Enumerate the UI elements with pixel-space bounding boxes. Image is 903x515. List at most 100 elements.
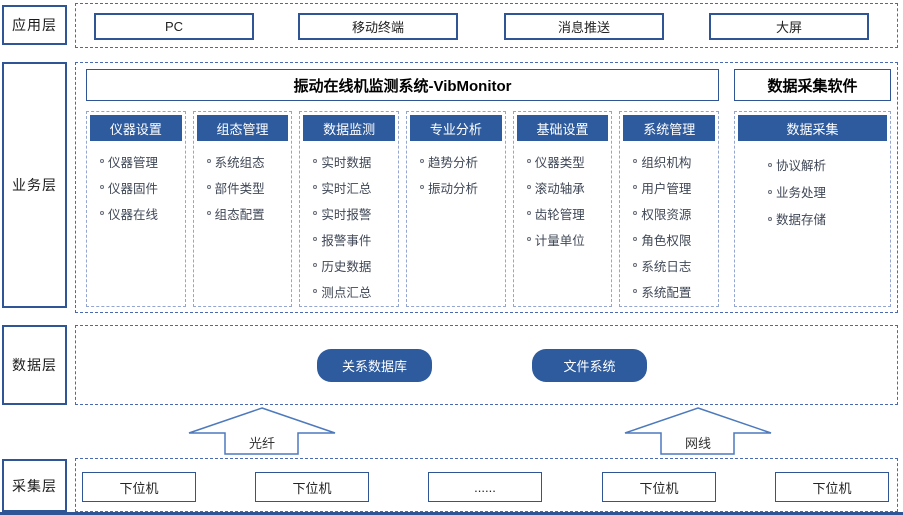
app-node-bigscreen: 大屏: [709, 13, 869, 40]
menu-item: 实时汇总: [313, 174, 395, 200]
menu-item: 仪器类型: [526, 148, 609, 174]
column-header: 数据采集: [738, 115, 887, 141]
menu-item-label: 滚动轴承: [534, 181, 585, 196]
relational-database-node: 关系数据库: [317, 349, 432, 382]
lower-machine-node: 下位机: [255, 472, 369, 502]
lower-machine-node: 下位机: [775, 472, 889, 502]
column-header: 基础设置: [516, 115, 609, 141]
ring-bullet-icon: [633, 263, 638, 267]
menu-item-label: 振动分析: [428, 181, 479, 196]
up-arrow-shape: [188, 407, 336, 455]
app-node-mobile: 移动终端: [298, 13, 458, 40]
ring-bullet-icon: [313, 263, 318, 267]
app-node-pc: PC: [94, 13, 254, 40]
menu-item: 部件类型: [206, 174, 289, 200]
menu-item-label: 仪器在线: [108, 207, 159, 222]
menu-item: 组态配置: [206, 200, 289, 226]
menu-item-label: 仪器类型: [534, 155, 585, 170]
application-layer-container: PC 移动终端 消息推送 大屏: [75, 3, 898, 48]
column-data-acquisition: 数据采集 协议解析 业务处理 数据存储: [734, 111, 891, 307]
ring-bullet-icon: [420, 159, 425, 163]
menu-item: 实时数据: [313, 148, 395, 174]
column-header: 系统管理: [623, 115, 716, 141]
column-data-monitoring: 数据监测 实时数据 实时汇总 实时报警 报警事件 历史数据 测点汇总: [299, 111, 400, 307]
ring-bullet-icon: [206, 185, 211, 189]
ring-bullet-icon: [313, 159, 318, 163]
column-professional-analysis: 专业分析 趋势分析 振动分析: [406, 111, 506, 307]
ring-bullet-icon: [633, 211, 638, 215]
menu-item: 业务处理: [768, 178, 887, 205]
menu-item: 仪器在线: [100, 200, 182, 226]
menu-item: 滚动轴承: [526, 174, 609, 200]
menu-item-label: 系统日志: [641, 259, 692, 274]
menu-item: 角色权限: [633, 226, 715, 252]
menu-item: 组织机构: [633, 148, 715, 174]
ring-bullet-icon: [313, 185, 318, 189]
menu-item-label: 协议解析: [776, 159, 827, 173]
column-header: 仪器设置: [90, 115, 182, 141]
ring-bullet-icon: [633, 159, 638, 163]
file-system-node: 文件系统: [532, 349, 647, 382]
ring-bullet-icon: [313, 237, 318, 241]
arrow-label-fiber: 光纤: [248, 436, 275, 451]
column-instrument-setup: 仪器设置 仪器管理 仪器固件 仪器在线: [86, 111, 186, 307]
system-title: 振动在线机监测系统-VibMonitor: [86, 69, 719, 101]
menu-item: 仪器管理: [100, 148, 182, 174]
menu-item-label: 系统配置: [641, 285, 692, 300]
menu-item-label: 数据存储: [776, 213, 827, 227]
menu-item-label: 仪器固件: [108, 181, 159, 196]
menu-item: 数据存储: [768, 205, 887, 232]
menu-item-label: 实时汇总: [321, 181, 372, 196]
menu-item: 系统配置: [633, 278, 715, 304]
ring-bullet-icon: [633, 237, 638, 241]
menu-item: 系统组态: [206, 148, 289, 174]
menu-item: 计量单位: [526, 226, 609, 252]
ring-bullet-icon: [313, 289, 318, 293]
ring-bullet-icon: [768, 162, 772, 167]
menu-item-label: 组态配置: [214, 207, 265, 222]
ring-bullet-icon: [526, 159, 531, 163]
ring-bullet-icon: [633, 289, 638, 293]
ring-bullet-icon: [633, 185, 638, 189]
ring-bullet-icon: [313, 211, 318, 215]
menu-item-label: 趋势分析: [428, 155, 479, 170]
menu-item-label: 业务处理: [776, 186, 827, 200]
menu-item: 系统日志: [633, 252, 715, 278]
column-system-management: 系统管理 组织机构 用户管理 权限资源 角色权限 系统日志 系统配置: [619, 111, 720, 307]
menu-item-label: 系统组态: [214, 155, 265, 170]
ring-bullet-icon: [526, 237, 531, 241]
menu-item-label: 仪器管理: [108, 155, 159, 170]
layer-label-data: 数据层: [2, 325, 67, 405]
menu-item-label: 权限资源: [641, 207, 692, 222]
ring-bullet-icon: [526, 211, 531, 215]
menu-item-label: 计量单位: [534, 233, 585, 248]
bottom-divider: [0, 512, 903, 515]
app-node-push: 消息推送: [504, 13, 664, 40]
collection-layer-container: 下位机 下位机 ...... 下位机 下位机: [75, 458, 898, 512]
layer-label-business: 业务层: [2, 62, 67, 308]
menu-item-label: 用户管理: [641, 181, 692, 196]
menu-item: 趋势分析: [420, 148, 502, 174]
menu-item: 历史数据: [313, 252, 395, 278]
ring-bullet-icon: [768, 216, 772, 221]
up-arrow-shape: [624, 407, 772, 455]
column-header: 专业分析: [410, 115, 502, 141]
menu-item-label: 组织机构: [641, 155, 692, 170]
menu-item-label: 报警事件: [321, 233, 372, 248]
menu-item: 报警事件: [313, 226, 395, 252]
menu-item: 协议解析: [768, 151, 887, 178]
lower-machine-node: 下位机: [82, 472, 196, 502]
menu-item-label: 测点汇总: [321, 285, 372, 300]
menu-item-label: 实时数据: [321, 155, 372, 170]
ring-bullet-icon: [526, 185, 531, 189]
menu-item: 齿轮管理: [526, 200, 609, 226]
menu-item-label: 齿轮管理: [534, 207, 585, 222]
arrow-label-ethernet: 网线: [684, 436, 711, 451]
business-layer-container: 振动在线机监测系统-VibMonitor 数据采集软件 仪器设置 仪器管理 仪器…: [75, 62, 898, 313]
ring-bullet-icon: [100, 159, 104, 163]
menu-item: 实时报警: [313, 200, 395, 226]
column-header: 组态管理: [196, 115, 289, 141]
layer-label-collection: 采集层: [2, 459, 67, 512]
menu-item: 权限资源: [633, 200, 715, 226]
business-columns: 仪器设置 仪器管理 仪器固件 仪器在线 组态管理 系统组态 部件类型 组态配置 …: [86, 111, 720, 307]
